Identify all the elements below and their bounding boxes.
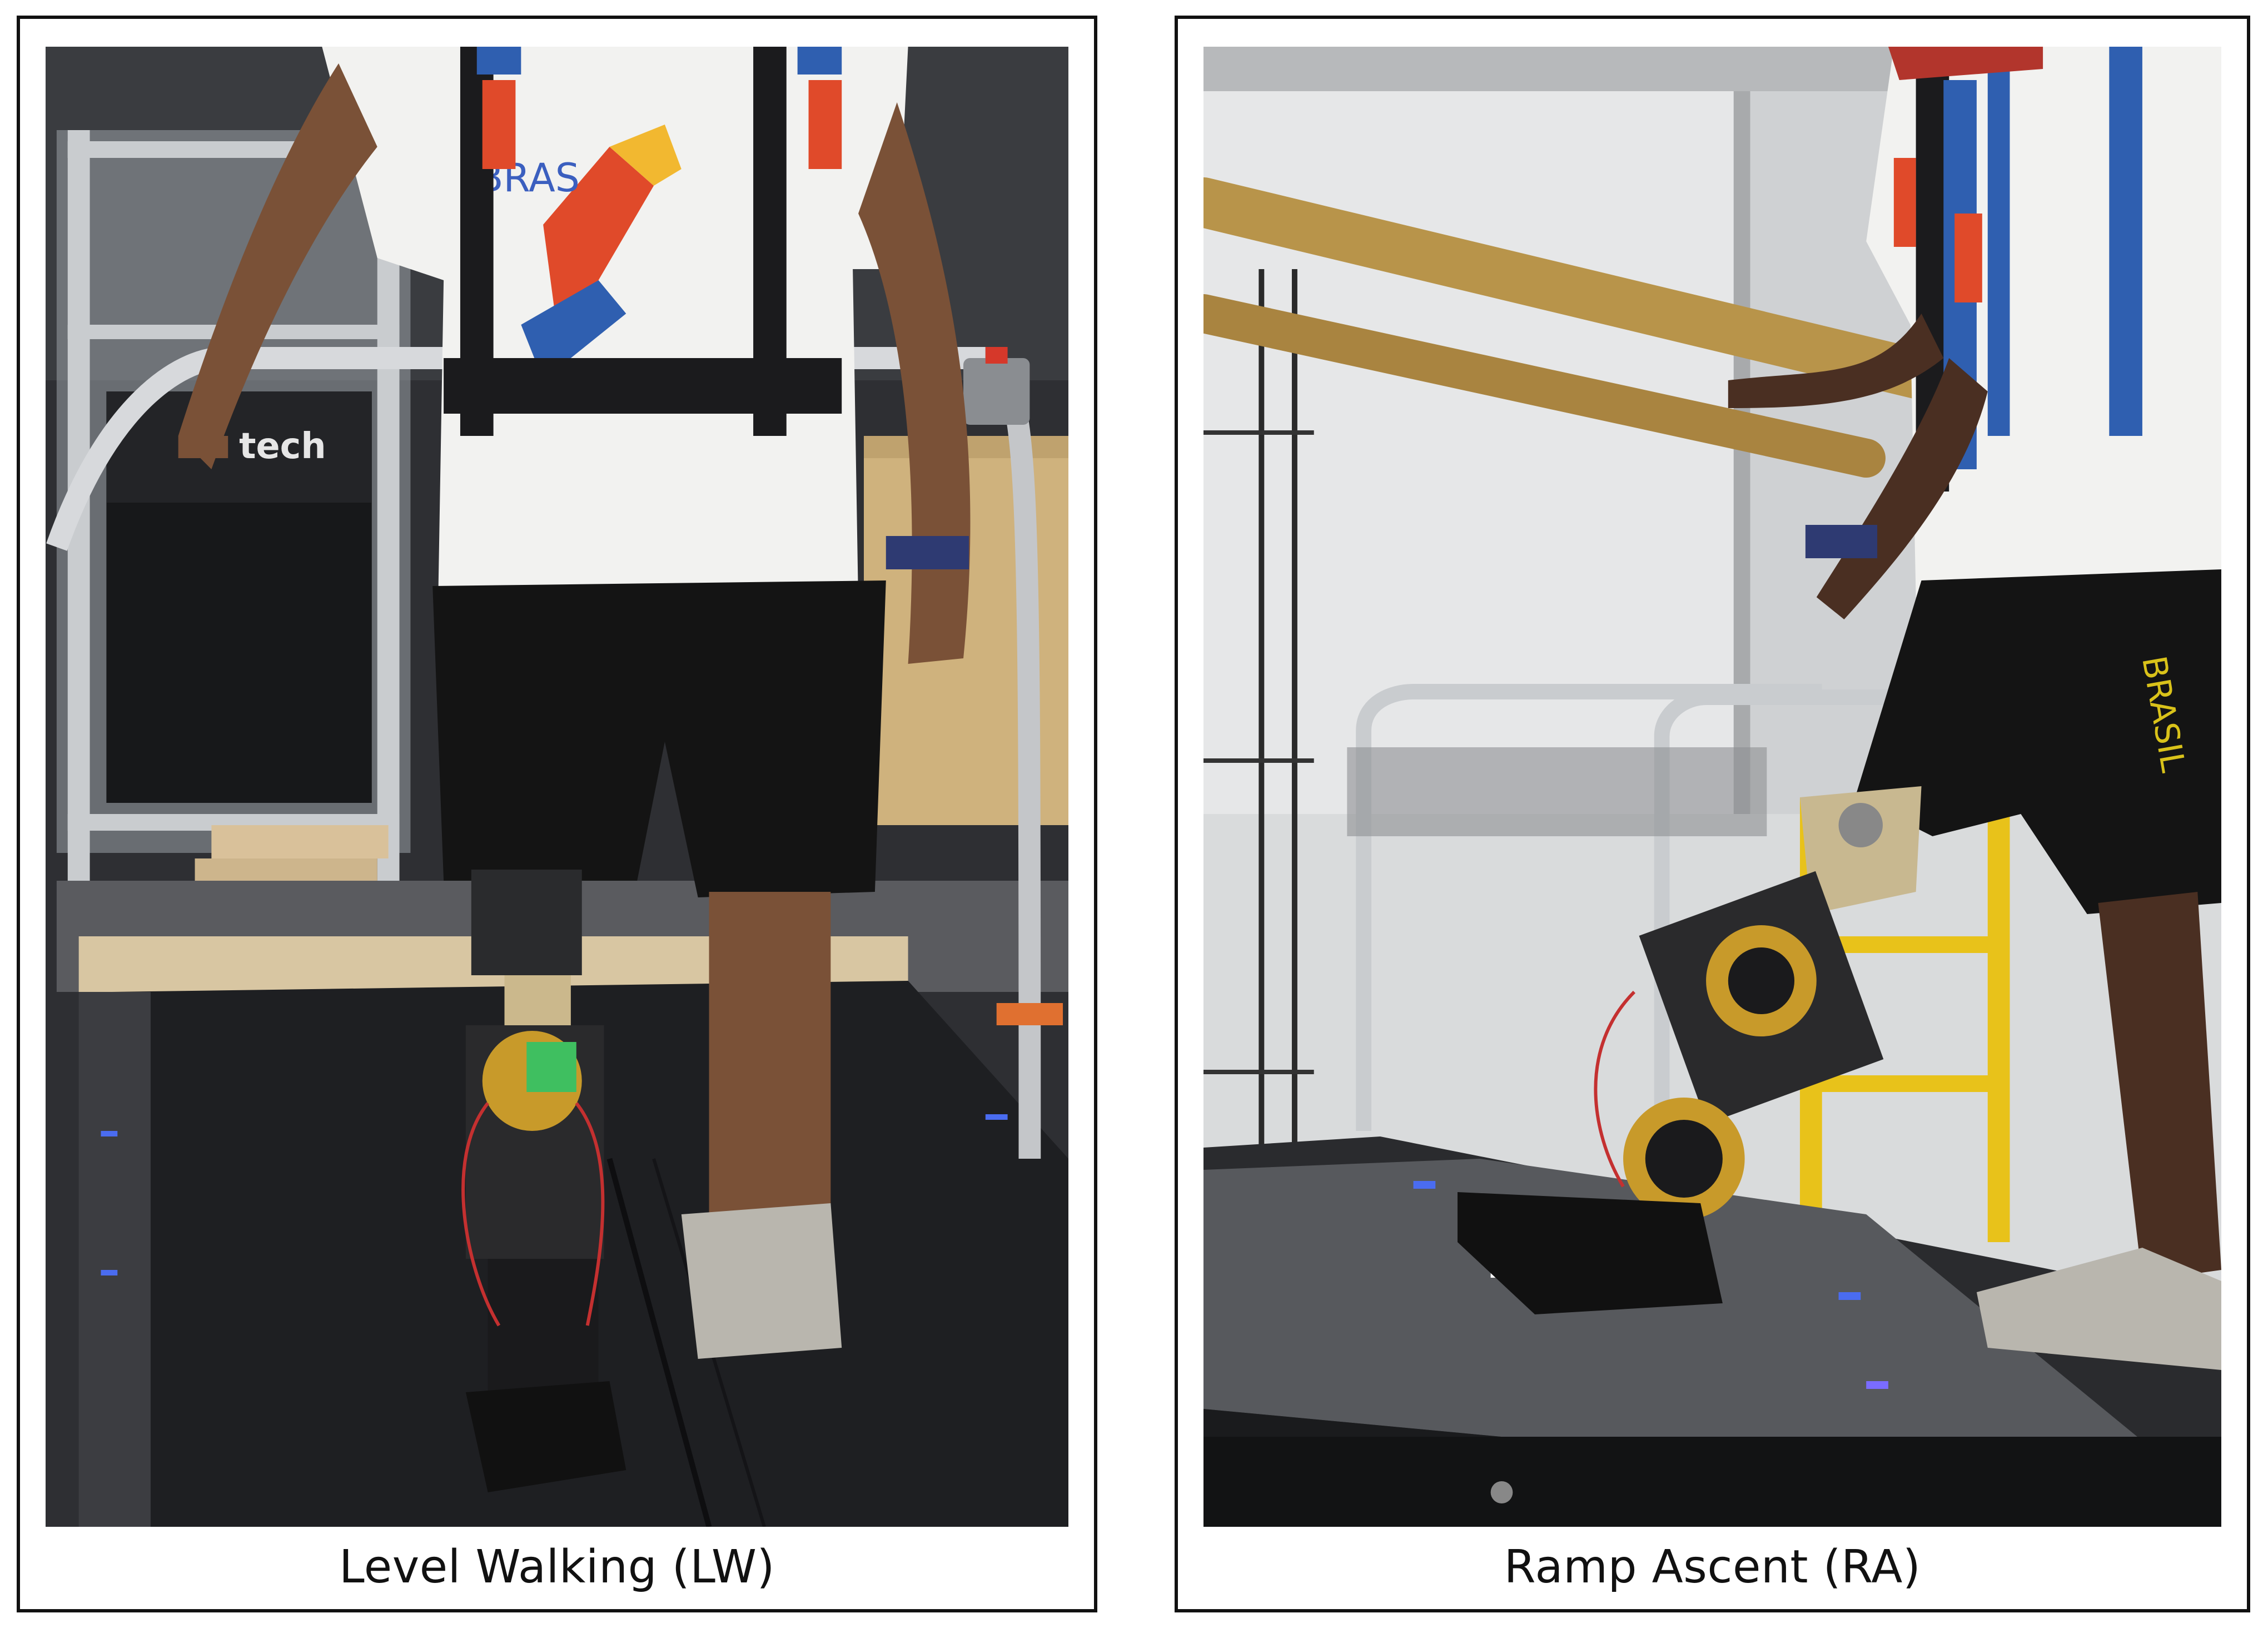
level-walking-photo-illustration: tech (46, 47, 1068, 1527)
caption-level-walking: Level Walking (LW) (339, 1541, 775, 1594)
caption-ramp-ascent: Ramp Ascent (RA) (1504, 1541, 1921, 1594)
photo-level-walking: tech (46, 47, 1068, 1527)
ramp-ascent-photo-illustration: BRASIL (1203, 47, 2221, 1527)
photo-ramp-ascent: BRASIL (1203, 47, 2221, 1527)
photo-panel-ramp-ascent: BRASIL Ramp Ascent (RA) (1175, 16, 2250, 1612)
sign-text: tech (239, 426, 326, 467)
photo-panel-level-walking: tech (17, 16, 1097, 1612)
